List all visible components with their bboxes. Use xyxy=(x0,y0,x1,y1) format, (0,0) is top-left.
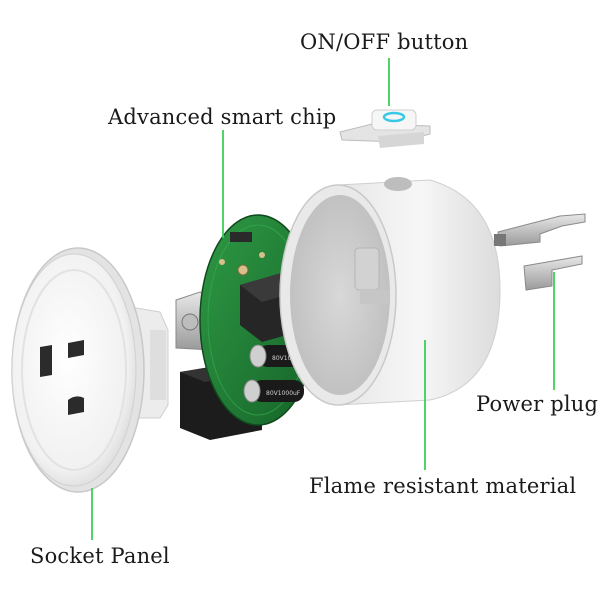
label-socket-panel: Socket Panel xyxy=(30,544,170,568)
socket-hole-neutral xyxy=(40,345,52,377)
pcb-connector xyxy=(230,232,252,242)
shell-interior xyxy=(290,195,390,395)
button-power-ring xyxy=(382,111,406,123)
capacitor-label-upper: 80V1000uF xyxy=(272,355,307,362)
pcb-pad xyxy=(237,264,249,276)
shell-button-hole xyxy=(384,177,412,191)
socket-hole-ground xyxy=(68,396,84,415)
socket-hole-live xyxy=(68,340,84,358)
label-on-off-button: ON/OFF button xyxy=(300,30,469,54)
socket-panel-face xyxy=(11,253,137,487)
prong-upper-base xyxy=(494,234,506,246)
capacitor-lower: 80V1000uF xyxy=(243,379,304,403)
shell-inner-post xyxy=(354,247,380,291)
socket-panel-inner-ring xyxy=(21,269,127,471)
label-flame-resistant-material: Flame resistant material xyxy=(309,474,577,498)
pcb-pad-small-2 xyxy=(219,259,225,265)
terminal-screw xyxy=(181,313,199,331)
capacitor-label-lower: 80V1000uF xyxy=(266,390,301,397)
on-off-button-part xyxy=(339,109,431,148)
socket-panel-clip xyxy=(150,330,166,400)
housing-shell xyxy=(279,177,501,406)
pcb-pad-small xyxy=(259,252,265,258)
button-base-tab xyxy=(378,132,424,148)
label-advanced-smart-chip: Advanced smart chip xyxy=(108,105,337,129)
prong-upper xyxy=(497,213,586,247)
socket-panel xyxy=(11,247,169,493)
prong-lower xyxy=(523,255,583,291)
shell-inner-rib xyxy=(360,290,390,304)
label-power-plug: Power plug xyxy=(476,392,599,416)
leader-lines xyxy=(91,58,555,540)
power-plug-prongs xyxy=(494,213,586,291)
